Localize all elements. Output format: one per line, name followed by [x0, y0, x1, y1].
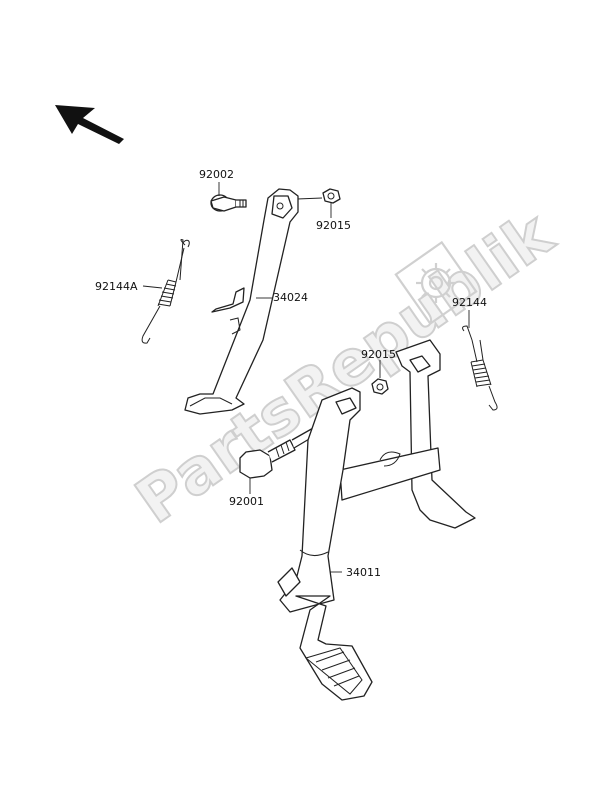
- side-stand-34024: [184, 188, 299, 415]
- label-92001: 92001: [229, 495, 264, 508]
- nut-92015-top: [296, 188, 341, 218]
- pin-92002: [210, 182, 247, 212]
- gear-icon: [394, 240, 478, 326]
- spring-92144: [462, 310, 498, 411]
- label-92144: 92144: [452, 296, 487, 309]
- arrow-up-left-icon: [55, 105, 124, 144]
- label-92015-mid: 92015: [361, 348, 396, 361]
- label-92144A: 92144A: [95, 280, 138, 293]
- nut-92015-mid: [371, 360, 389, 395]
- label-92002: 92002: [199, 168, 234, 181]
- label-34011: 34011: [346, 566, 381, 579]
- spring-92144A: [141, 239, 190, 344]
- label-34024: 34024: [273, 291, 308, 304]
- label-92015-top: 92015: [316, 219, 351, 232]
- center-stand-34011: [277, 339, 476, 701]
